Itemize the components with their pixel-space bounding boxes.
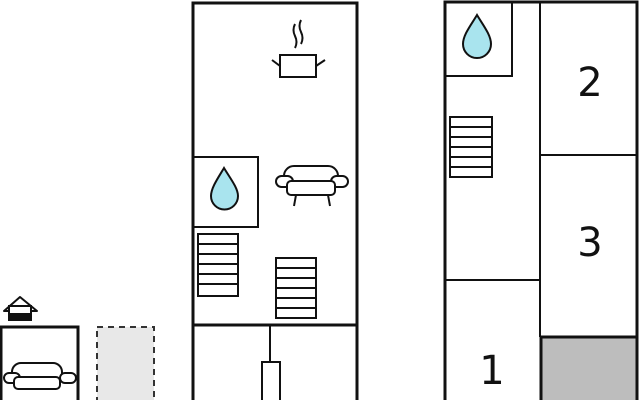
sofa-icon bbox=[3, 362, 77, 390]
small-building-outline bbox=[0, 325, 80, 400]
room-2-number: 2 bbox=[577, 60, 602, 106]
stairs-icon bbox=[449, 116, 493, 178]
shaded-room bbox=[539, 335, 639, 400]
stairs-icon bbox=[275, 257, 317, 319]
middle-building bbox=[191, 1, 359, 400]
right-building: 2 3 1 bbox=[443, 0, 639, 400]
room-1-number: 1 bbox=[479, 348, 504, 394]
sofa-icon bbox=[275, 165, 349, 207]
small-building bbox=[0, 296, 80, 400]
bathroom bbox=[192, 156, 259, 228]
room-3-number: 3 bbox=[577, 220, 602, 266]
bathroom bbox=[444, 1, 513, 77]
water-drop-icon bbox=[209, 166, 240, 211]
cooking-pot-icon bbox=[271, 19, 326, 78]
door-post bbox=[261, 361, 281, 400]
water-drop-icon bbox=[461, 13, 493, 59]
dashed-area bbox=[96, 326, 155, 400]
stairs-icon bbox=[197, 233, 239, 297]
house-icon bbox=[3, 296, 38, 321]
